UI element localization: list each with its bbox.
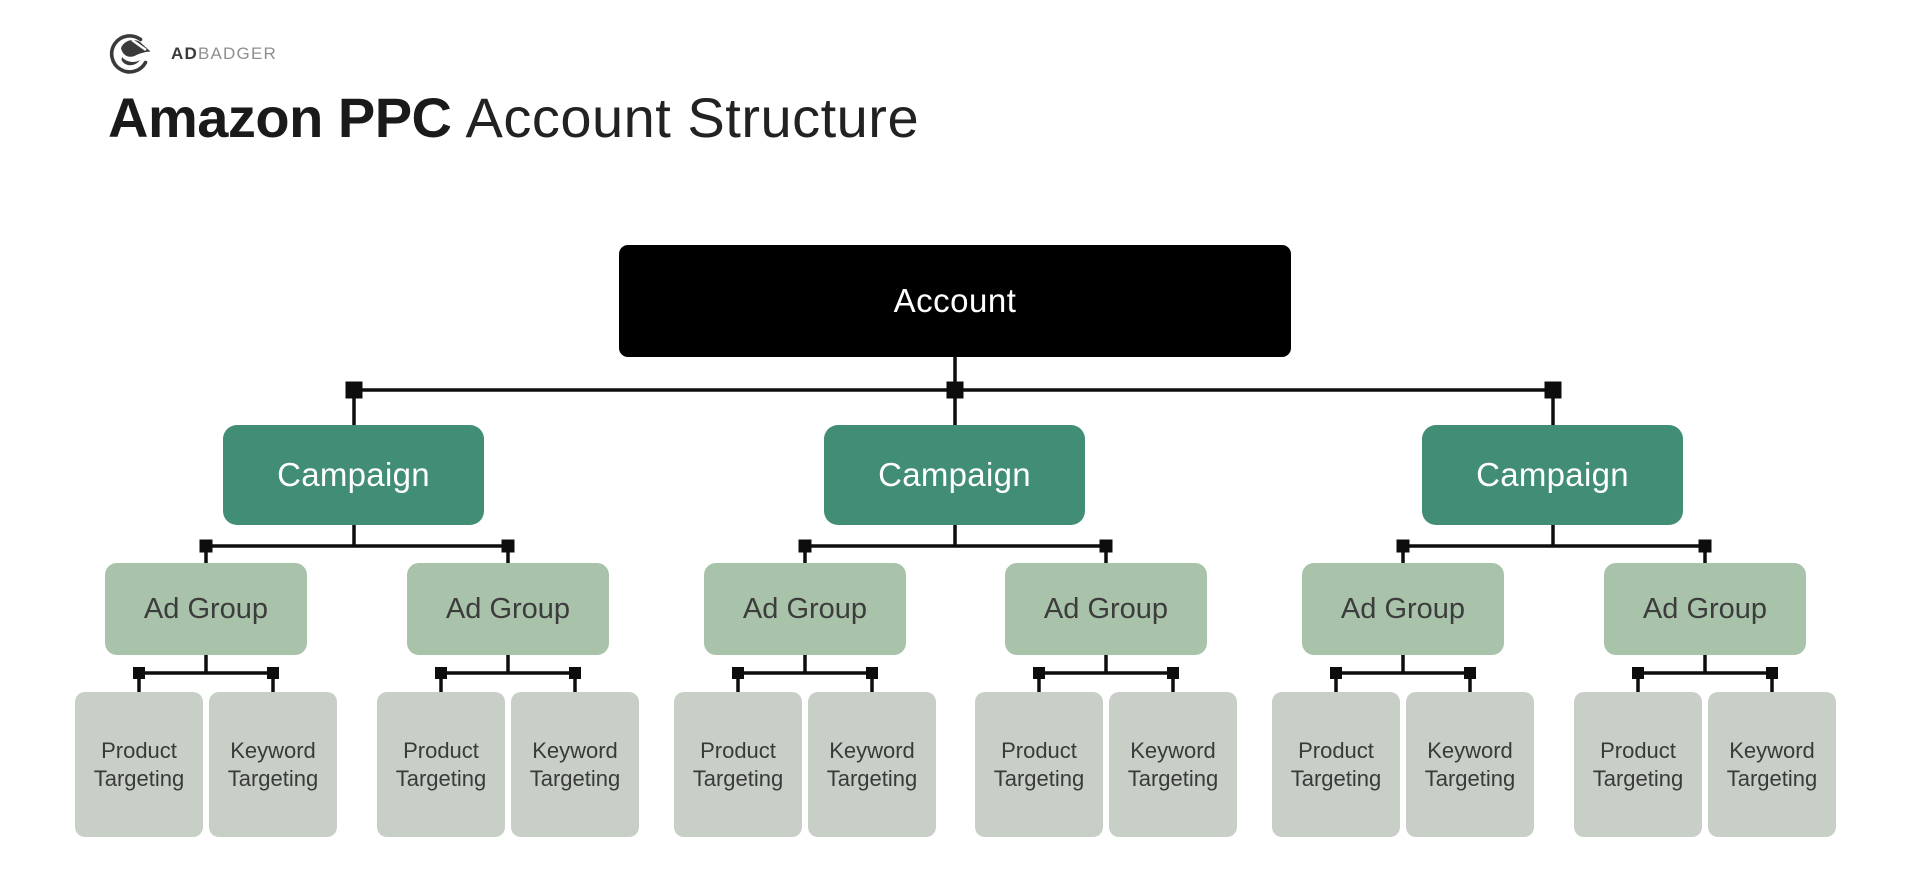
ad-group-node-3: Ad Group: [704, 563, 906, 655]
badger-icon: [109, 34, 151, 74]
adbadger-logo: ADBADGER: [107, 28, 277, 78]
product-targeting-node-3: Product Targeting: [674, 692, 802, 837]
campaign-node-3: Campaign: [1422, 425, 1683, 525]
ad-group-node-1: Ad Group: [105, 563, 307, 655]
product-targeting-label: Product Targeting: [395, 737, 487, 791]
keyword-targeting-label: Keyword Targeting: [227, 737, 319, 791]
product-targeting-node-2: Product Targeting: [377, 692, 505, 837]
keyword-targeting-node-1: Keyword Targeting: [209, 692, 337, 837]
product-targeting-label: Product Targeting: [1592, 737, 1684, 791]
campaign-label: Campaign: [878, 456, 1031, 493]
keyword-targeting-label: Keyword Targeting: [1424, 737, 1516, 791]
product-targeting-node-5: Product Targeting: [1272, 692, 1400, 837]
ad-group-label: Ad Group: [1340, 592, 1466, 625]
ad-group-node-5: Ad Group: [1302, 563, 1504, 655]
product-targeting-label: Product Targeting: [993, 737, 1085, 791]
ad-group-label: Ad Group: [1642, 592, 1768, 625]
keyword-targeting-label: Keyword Targeting: [529, 737, 621, 791]
account-node: Account: [619, 245, 1291, 357]
product-targeting-node-6: Product Targeting: [1574, 692, 1702, 837]
campaign-node-1: Campaign: [223, 425, 484, 525]
keyword-targeting-node-4: Keyword Targeting: [1109, 692, 1237, 837]
product-targeting-label: Product Targeting: [1290, 737, 1382, 791]
brand-name-bold: AD: [171, 44, 198, 63]
campaign-label: Campaign: [277, 456, 430, 493]
brand-name-light: BADGER: [197, 44, 277, 63]
keyword-targeting-node-6: Keyword Targeting: [1708, 692, 1836, 837]
product-targeting-label: Product Targeting: [692, 737, 784, 791]
product-targeting-node-4: Product Targeting: [975, 692, 1103, 837]
page-title-light: Account Structure: [465, 86, 920, 149]
ad-group-node-4: Ad Group: [1005, 563, 1207, 655]
brand-wordmark: ADBADGER: [171, 44, 277, 64]
ad-group-node-2: Ad Group: [407, 563, 609, 655]
keyword-targeting-label: Keyword Targeting: [1127, 737, 1219, 791]
ad-group-label: Ad Group: [143, 592, 269, 625]
campaign-label: Campaign: [1476, 456, 1629, 493]
campaign-node-2: Campaign: [824, 425, 1085, 525]
ad-group-label: Ad Group: [445, 592, 571, 625]
product-targeting-node-1: Product Targeting: [75, 692, 203, 837]
keyword-targeting-label: Keyword Targeting: [826, 737, 918, 791]
keyword-targeting-node-3: Keyword Targeting: [808, 692, 936, 837]
ad-group-label: Ad Group: [742, 592, 868, 625]
product-targeting-label: Product Targeting: [93, 737, 185, 791]
keyword-targeting-node-5: Keyword Targeting: [1406, 692, 1534, 837]
account-label: Account: [893, 282, 1017, 319]
keyword-targeting-node-2: Keyword Targeting: [511, 692, 639, 837]
ad-group-label: Ad Group: [1043, 592, 1169, 625]
keyword-targeting-label: Keyword Targeting: [1726, 737, 1818, 791]
ad-group-node-6: Ad Group: [1604, 563, 1806, 655]
page-title-bold: Amazon PPC: [108, 86, 452, 149]
